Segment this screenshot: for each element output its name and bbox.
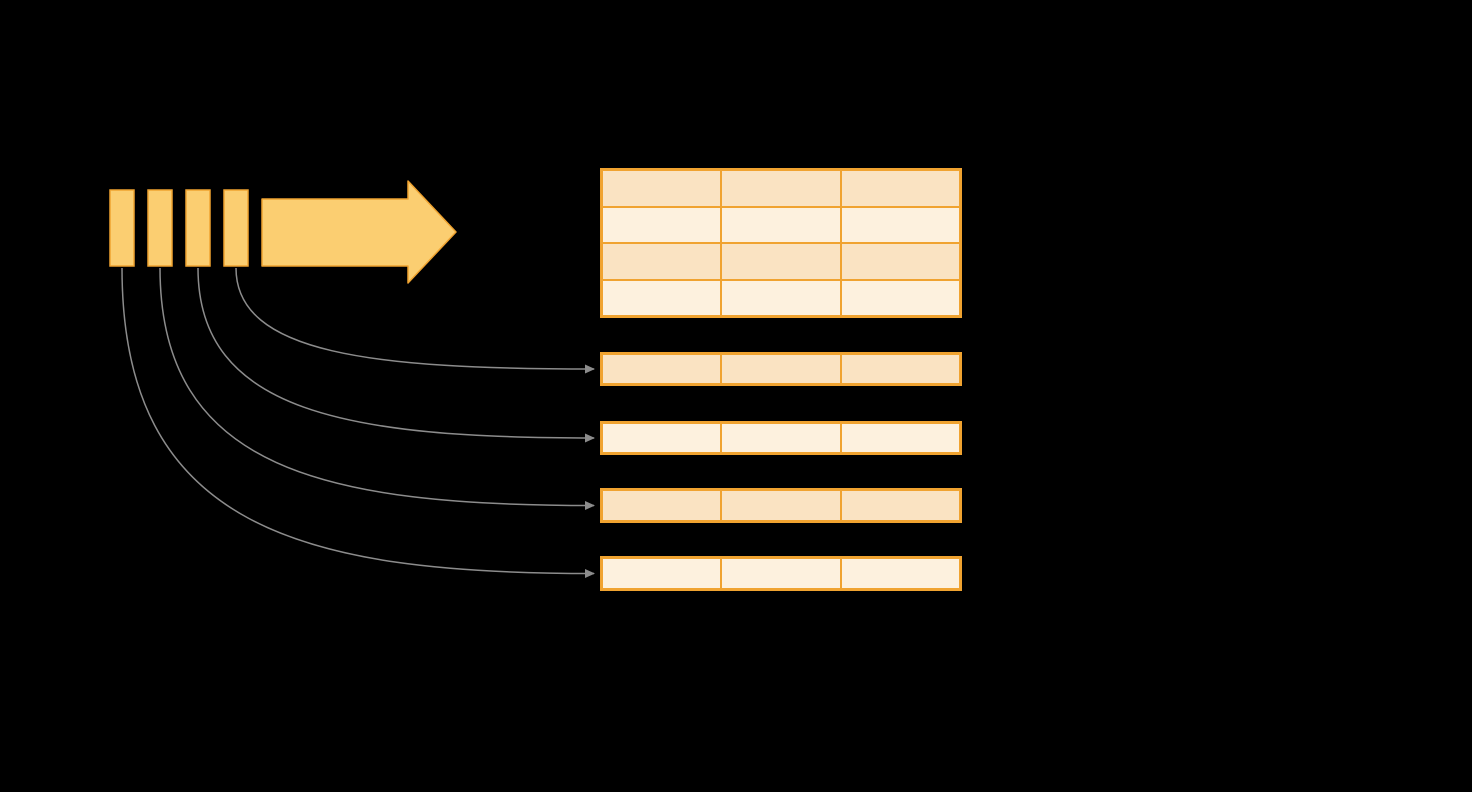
connector-arrows-group (121, 267, 595, 578)
connector-arrow-2 (197, 267, 595, 443)
main-table-cell-r2c3 (840, 206, 960, 243)
main-table-cell-r3c1 (602, 243, 722, 280)
row-table-2-cell-r1c1 (602, 423, 722, 453)
main-table-cell-r4c2 (721, 279, 841, 316)
flow-arrow (261, 180, 457, 284)
flow-arrow-group (261, 180, 457, 284)
main-table-cell-r3c3 (840, 243, 960, 280)
row-table-1 (600, 352, 962, 386)
token-bar-2 (147, 189, 173, 267)
main-table-cell-r4c3 (840, 279, 960, 316)
token-bar-4 (223, 189, 249, 267)
row-table-4 (600, 556, 962, 591)
main-table-cell-r1c3 (840, 170, 960, 207)
row-table-4-cell-r1c1 (602, 558, 722, 589)
main-table-cell-r2c1 (602, 206, 722, 243)
main-table-cell-r1c2 (721, 170, 841, 207)
row-table-2-cell-r1c3 (840, 423, 960, 453)
connector-arrow-3 (159, 267, 595, 510)
row-table-3-cell-r1c1 (602, 490, 722, 521)
token-stack-group (109, 189, 249, 267)
row-table-1-cell-r1c1 (602, 354, 722, 384)
connector-arrow-1 (235, 267, 595, 374)
main-table-cell-r3c2 (721, 243, 841, 280)
token-bar-3 (185, 189, 211, 267)
token-bar-1 (109, 189, 135, 267)
row-table-4-cell-r1c2 (721, 558, 841, 589)
row-table-1-cell-r1c2 (721, 354, 841, 384)
main-table-cell-r4c1 (602, 279, 722, 316)
row-table-4-cell-r1c3 (840, 558, 960, 589)
row-table-3 (600, 488, 962, 523)
connector-arrow-4 (121, 267, 595, 578)
main-table (600, 168, 962, 318)
row-table-2-cell-r1c2 (721, 423, 841, 453)
main-table-cell-r2c2 (721, 206, 841, 243)
row-table-3-cell-r1c2 (721, 490, 841, 521)
main-table-cell-r1c1 (602, 170, 722, 207)
row-table-2 (600, 421, 962, 455)
row-table-3-cell-r1c3 (840, 490, 960, 521)
row-table-1-cell-r1c3 (840, 354, 960, 384)
